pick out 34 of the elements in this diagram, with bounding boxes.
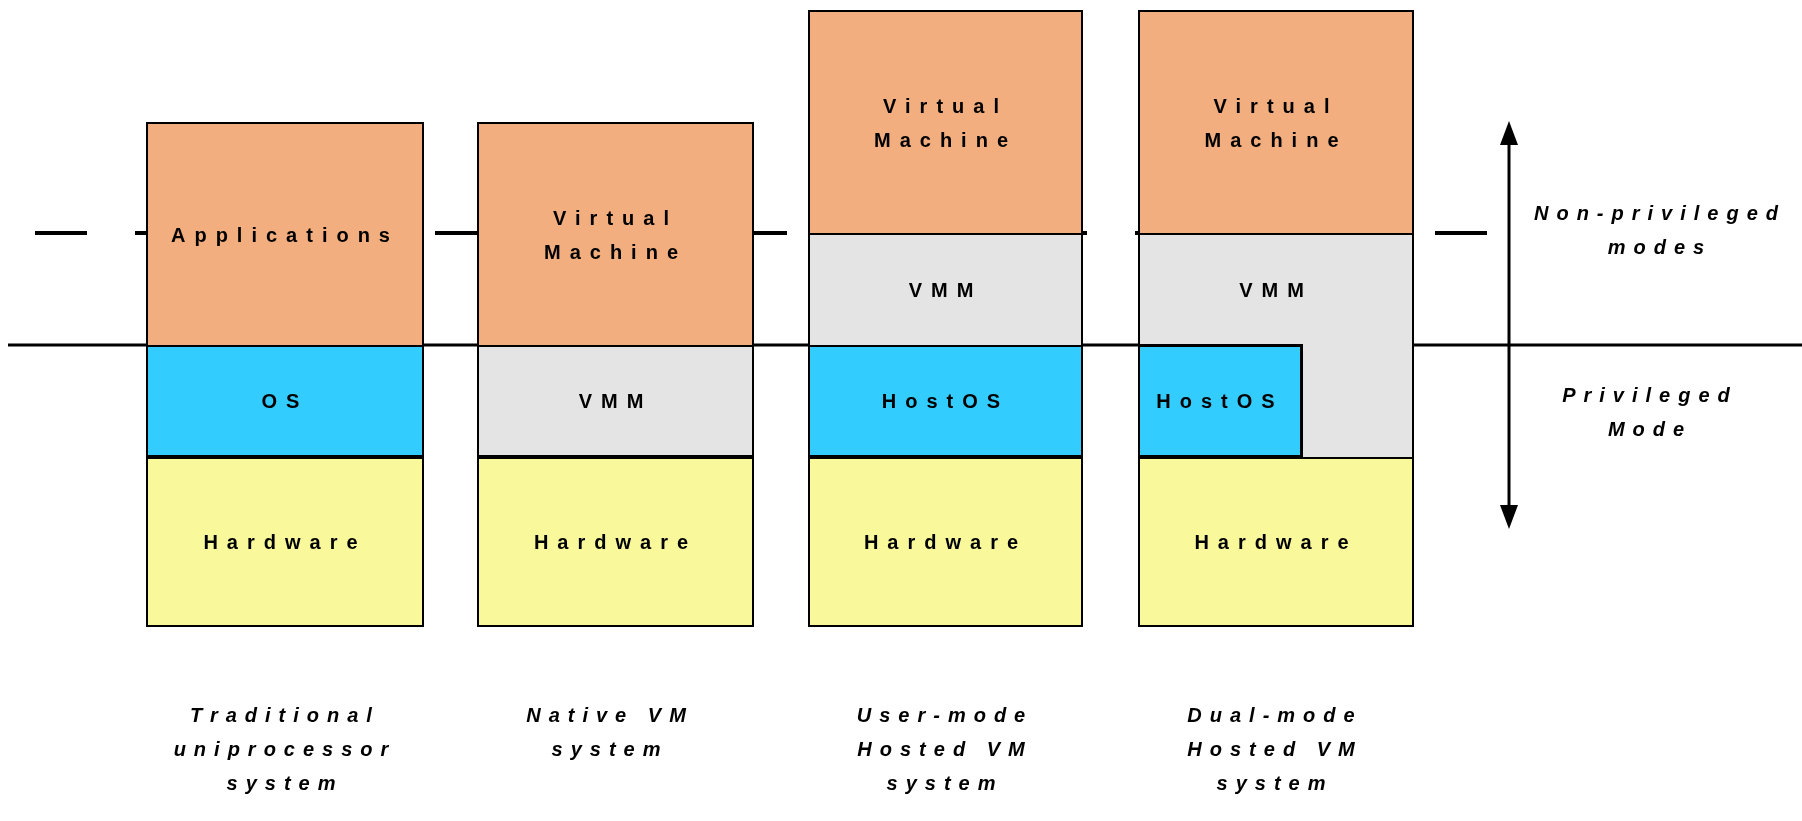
- layer-label: Virtual Machine: [543, 205, 688, 265]
- system-caption: User-mode Hosted VM system: [855, 703, 1035, 796]
- mode-label: Non-privileged modes: [1533, 201, 1787, 260]
- host-os-box: [808, 345, 1083, 457]
- virtual-machine-box: [477, 122, 754, 347]
- layer-label: HostOS: [881, 389, 1010, 414]
- layer-label: Applications: [171, 222, 399, 248]
- vmm-l-shaped-box: [1138, 233, 1414, 459]
- layer-label: Hardware: [863, 530, 1028, 555]
- layer-label: VMM: [1239, 278, 1313, 303]
- system-caption: Traditional uniprocessor system: [172, 703, 398, 796]
- system-caption: Dual-mode Hosted VM system: [1186, 703, 1364, 796]
- hardware-layer-box: [808, 457, 1083, 627]
- layer-label: HostOS: [1156, 389, 1284, 414]
- layer-label: OS: [261, 389, 309, 414]
- hardware-layer-box: [146, 457, 424, 627]
- application-layer-box: [146, 122, 424, 347]
- virtual-machine-box: [808, 10, 1083, 235]
- hardware-layer-box: [1138, 457, 1414, 627]
- vmm-layer-box: [477, 345, 754, 457]
- layer-label: Hardware: [203, 530, 367, 555]
- layer-label: VMM: [908, 278, 983, 303]
- mode-label: Privileged Mode: [1561, 383, 1739, 442]
- host-os-box: [1138, 345, 1302, 457]
- vmm-layer-box: [808, 233, 1083, 347]
- hardware-layer-box: [477, 457, 754, 627]
- virtual-machine-box: [1138, 10, 1414, 235]
- layer-label: VMM: [578, 389, 653, 414]
- os-layer-box: [146, 345, 424, 457]
- layer-label: Virtual Machine: [1203, 93, 1349, 153]
- layer-label: Hardware: [1194, 530, 1358, 555]
- layer-label: Hardware: [533, 530, 698, 555]
- system-caption: Native VM system: [525, 703, 695, 762]
- layer-label: Virtual Machine: [873, 93, 1018, 153]
